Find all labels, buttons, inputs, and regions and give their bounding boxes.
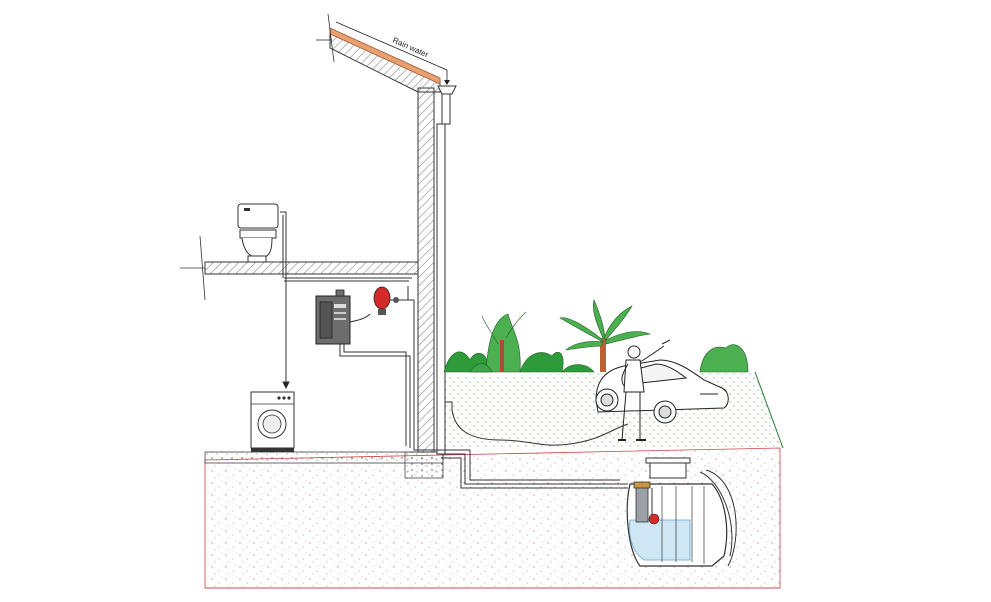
upper-floor-slab [180, 235, 419, 301]
building-wall [417, 87, 435, 453]
roof [316, 13, 441, 93]
float-ball [648, 513, 660, 525]
control-unit [315, 289, 351, 345]
garden-shrubs-right [561, 344, 749, 373]
palm-plant [559, 299, 652, 372]
downpipe [436, 85, 457, 455]
garden-hose [451, 409, 629, 446]
washing-machine [250, 391, 295, 452]
rain-water-label: Rain water [391, 36, 430, 60]
tank-water [629, 519, 691, 561]
pressure-vessel [349, 286, 409, 323]
toilet [237, 203, 279, 263]
basement-floor-slab [204, 451, 444, 479]
garden-shrubs-left [443, 311, 564, 373]
rainwater-tank [626, 457, 737, 567]
pipework [280, 211, 628, 489]
person-washing-car [618, 339, 671, 441]
